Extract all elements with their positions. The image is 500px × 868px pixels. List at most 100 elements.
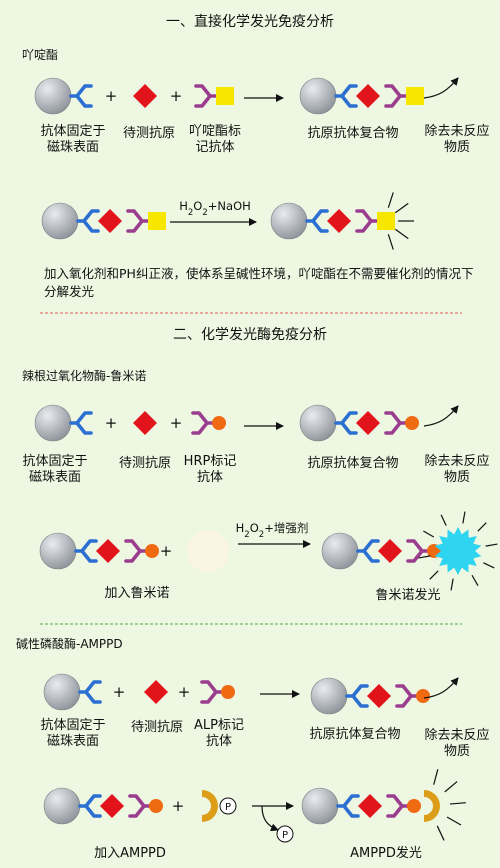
s3-conjugate xyxy=(200,680,235,704)
s4-complex-after xyxy=(301,787,421,825)
antibody-icon xyxy=(334,84,358,108)
antigen-icon xyxy=(144,680,168,704)
labeled-antibody-icon xyxy=(384,84,408,108)
antigen-icon xyxy=(133,84,157,108)
s1-complex-label: 抗原抗体复合物 xyxy=(307,126,399,141)
light-ray xyxy=(387,234,394,250)
enzyme-label-icon xyxy=(416,689,430,703)
amppd-bound-icon xyxy=(424,790,440,822)
s1-complex-after xyxy=(270,202,395,240)
acridinium-label-icon xyxy=(377,212,395,230)
s4-light-rays xyxy=(433,769,466,841)
s2-bead-antibody xyxy=(34,404,93,442)
s3-bead-label: 抗体固定于磁珠表面 xyxy=(40,718,106,749)
section1-label: 吖啶酯 xyxy=(22,48,59,62)
plus-sign: + xyxy=(178,683,191,701)
antibody-icon xyxy=(74,539,98,563)
light-ray xyxy=(440,514,447,526)
s2-complex-before xyxy=(39,532,159,570)
section2-label: 辣根过氧化物酶-鲁米诺 xyxy=(22,369,147,383)
magnetic-bead xyxy=(299,77,337,115)
s1-note: 加入氧化剂和PH纠正液，使体系呈碱性环境，吖啶酯在不需要催化剂的情况下分解发光 xyxy=(44,266,474,299)
s1-reagent-formula: H2O2+NaOH xyxy=(179,199,251,218)
enzyme-label-icon xyxy=(407,799,421,813)
antibody-icon xyxy=(336,794,360,818)
antibody-icon xyxy=(69,411,93,435)
plus-sign: + xyxy=(113,683,126,701)
s2-bead-label: 抗体固定于磁珠表面 xyxy=(22,454,88,485)
light-ray xyxy=(483,562,495,569)
magnetic-bead xyxy=(299,404,337,442)
s1-antigen-label: 待测抗原 xyxy=(122,126,175,141)
antigen-icon xyxy=(356,411,380,435)
magnetic-bead xyxy=(39,532,77,570)
phosphate-icon xyxy=(219,797,237,815)
remove-arrow xyxy=(423,677,459,699)
labeled-antibody-icon xyxy=(355,209,379,233)
enzyme-label-icon xyxy=(221,685,235,699)
plus-sign: + xyxy=(170,414,183,432)
enzyme-label-icon xyxy=(212,416,226,430)
s3-complex-label: 抗原抗体复合物 xyxy=(309,727,401,742)
s2-complex-after xyxy=(321,532,441,570)
s4-complex-before xyxy=(43,787,163,825)
magnetic-bead xyxy=(41,202,79,240)
s2-conj-label: HRP标记抗体 xyxy=(183,454,237,485)
labeled-antibody-icon xyxy=(406,539,430,563)
labeled-antibody-icon xyxy=(128,794,152,818)
antibody-icon xyxy=(78,794,102,818)
antigen-icon xyxy=(133,411,157,435)
s1-bead-label: 抗体固定于磁珠表面 xyxy=(40,124,106,155)
s4-result-label: AMPPD发光 xyxy=(350,846,422,861)
s3-conj-label: ALP标记抗体 xyxy=(194,718,244,749)
s3-complex xyxy=(310,677,430,715)
released-phosphate-label: P xyxy=(282,830,288,841)
section2-title: 二、化学发光酶免疫分析 xyxy=(173,327,327,343)
s2-complex xyxy=(299,404,419,442)
remove-arrow xyxy=(423,405,459,427)
labeled-antibody-icon xyxy=(191,411,215,435)
antibody-icon xyxy=(69,84,93,108)
light-ray xyxy=(436,825,445,841)
antigen-icon xyxy=(358,794,382,818)
plus-sign: + xyxy=(105,414,118,432)
plus-sign: + xyxy=(105,87,118,105)
antibody-icon xyxy=(78,680,102,704)
luminol-icon xyxy=(187,530,229,572)
s3-antigen-label: 待测抗原 xyxy=(130,720,183,735)
antigen-icon xyxy=(98,209,122,233)
light-ray xyxy=(477,522,487,532)
antigen-icon xyxy=(100,794,124,818)
light-ray xyxy=(394,202,409,214)
s2-light-rays xyxy=(418,511,498,591)
remove-arrow xyxy=(423,77,459,99)
antibody-icon xyxy=(305,209,329,233)
magnetic-bead xyxy=(310,677,348,715)
magnetic-bead xyxy=(301,787,339,825)
light-ray xyxy=(394,228,409,240)
antigen-icon xyxy=(327,209,351,233)
antigen-icon xyxy=(378,539,402,563)
section2-label2: 碱性磷酸酶-AMPPD xyxy=(16,637,123,651)
labeled-antibody-icon xyxy=(124,539,148,563)
s1-antigen xyxy=(133,84,157,108)
light-ray xyxy=(449,802,466,805)
labeled-antibody-icon xyxy=(200,680,224,704)
labeled-antibody-icon xyxy=(126,209,150,233)
antigen-icon xyxy=(96,539,120,563)
magnetic-bead xyxy=(43,673,81,711)
enzyme-label-icon xyxy=(149,799,163,813)
amppd-icon xyxy=(202,790,218,822)
s2-antigen-label: 待测抗原 xyxy=(118,456,171,471)
plus-sign: + xyxy=(172,797,185,815)
s1-conj-label: 吖啶酯标记抗体 xyxy=(188,124,241,155)
light-ray xyxy=(446,816,462,826)
antigen-icon xyxy=(367,684,391,708)
s1-complex xyxy=(299,77,424,115)
light-ray xyxy=(471,574,479,586)
antibody-icon xyxy=(334,411,358,435)
light-ray xyxy=(462,511,466,524)
labeled-antibody-icon xyxy=(194,84,218,108)
s2-conjugate xyxy=(191,411,226,435)
